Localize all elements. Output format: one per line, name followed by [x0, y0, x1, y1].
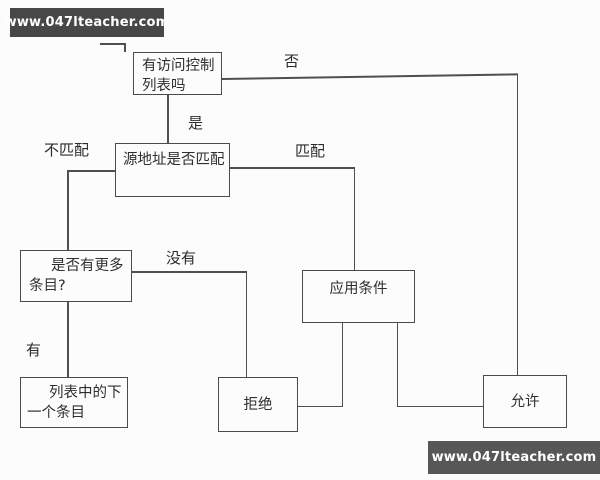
node-more-entries-line2: 条目?: [29, 278, 66, 294]
node-permit-line1: 允许: [510, 393, 540, 410]
edge-label-no: 否: [284, 52, 300, 70]
node-permit: 允许: [483, 375, 567, 428]
edge-no-horizontal: [221, 73, 518, 80]
node-more-entries-line1: 是否有更多: [51, 258, 124, 274]
node-apply-condition: 应用条件: [302, 270, 415, 323]
node-deny-line1: 拒绝: [243, 396, 273, 413]
node-next-entry-line2: 一个条目: [27, 405, 85, 421]
edge-label-no-match: 不匹配: [44, 141, 90, 159]
edge-none-horizontal: [132, 271, 247, 273]
node-src-match-line1: 源地址是否匹配: [123, 152, 225, 168]
edge-no-vertical: [516, 74, 519, 375]
edge-apply-permit-horizontal: [396, 405, 484, 408]
edge-nomatch-horizontal: [67, 170, 115, 172]
node-next-entry-line1: 列表中的下: [49, 385, 122, 401]
watermark-top: www.047lteacher.com: [5, 8, 169, 37]
node-has-acl-line1: 有访问控制: [142, 58, 215, 74]
edge-label-yes: 是: [188, 114, 204, 132]
node-src-match: 源地址是否匹配: [115, 143, 230, 197]
edge-none-vertical: [245, 271, 248, 377]
node-apply-condition-line1: 应用条件: [329, 281, 388, 297]
edge-label-have: 有: [26, 341, 42, 359]
node-deny: 拒绝: [218, 377, 298, 432]
connector-stub-h: [100, 43, 126, 45]
edge-have-vertical: [67, 302, 69, 377]
edge-match-vertical: [353, 167, 356, 270]
node-next-entry: 列表中的下 一个条目: [20, 377, 128, 428]
node-more-entries: 是否有更多 条目?: [20, 250, 132, 302]
edge-yes-vertical: [167, 95, 169, 143]
watermark-bottom: www.047lteacher.com: [428, 441, 600, 474]
node-has-acl: 有访问控制 列表吗: [133, 52, 222, 95]
node-has-acl-line2: 列表吗: [142, 78, 186, 94]
edge-label-match: 匹配: [295, 142, 326, 160]
edge-apply-deny-horizontal: [298, 405, 343, 408]
edge-match-horizontal: [229, 167, 355, 169]
edge-nomatch-vertical: [67, 170, 69, 250]
edge-apply-permit-vertical: [396, 323, 399, 407]
edge-label-none: 没有: [166, 249, 197, 267]
edge-apply-deny-vertical: [341, 323, 344, 407]
connector-stub-v: [124, 43, 126, 52]
